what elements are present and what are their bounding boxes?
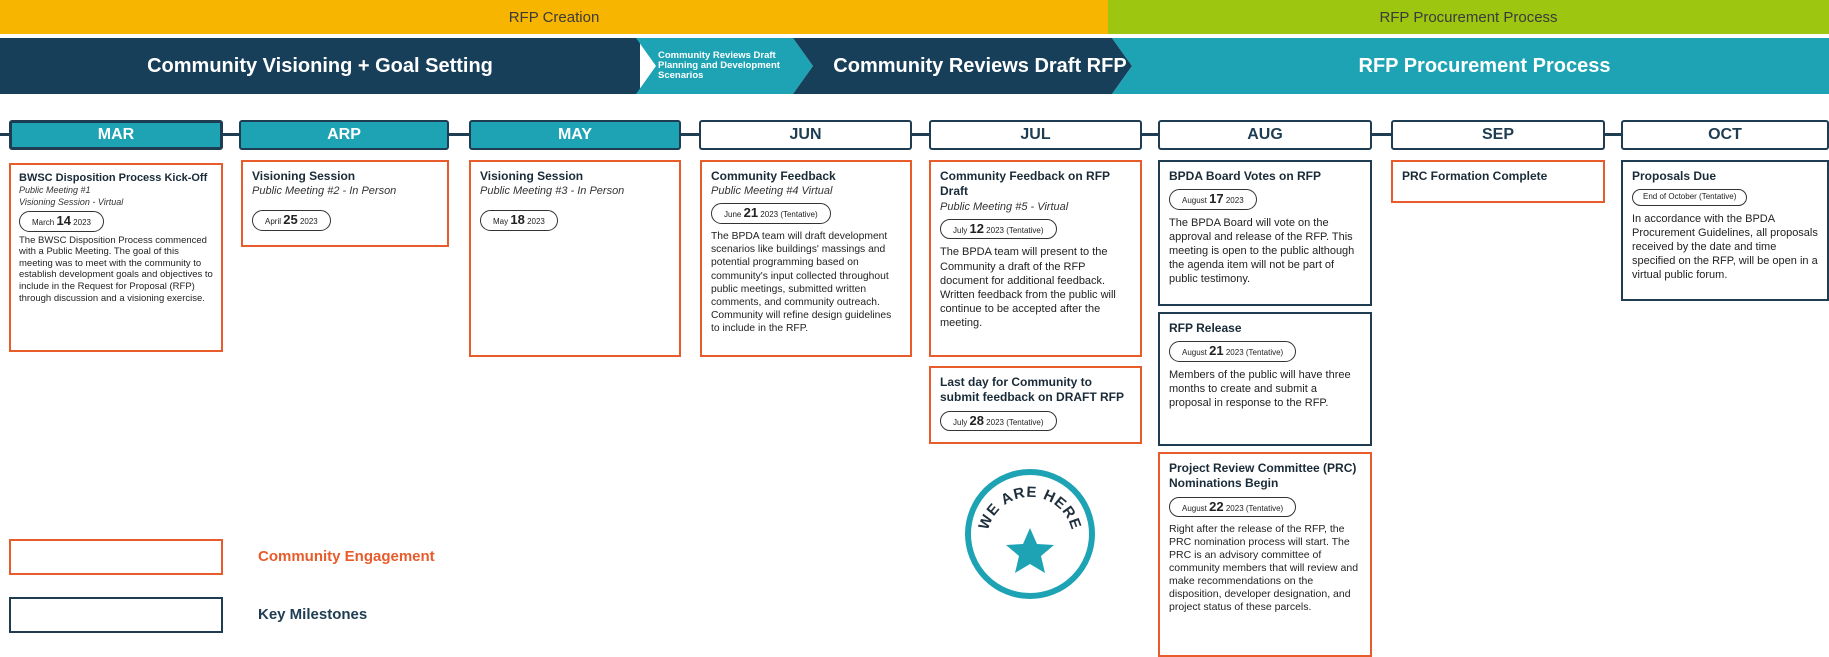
legend-label-engagement: Community Engagement [258, 548, 435, 565]
event-card-visioning-3: Visioning Session Public Meeting #3 - In… [469, 160, 681, 357]
event-title: Proposals Due [1632, 169, 1717, 183]
month-sep: SEP [1391, 120, 1605, 150]
event-card-feedback-rfp-draft: Community Feedback on RFP Draft Public M… [929, 160, 1142, 357]
event-subtitle: Public Meeting #4 Virtual [711, 185, 833, 198]
event-card-kickoff: BWSC Disposition Process Kick-Off Public… [9, 163, 223, 352]
date-pill: August 17 2023 [1169, 189, 1257, 210]
date-pill: April 25 2023 [252, 210, 331, 232]
stage-label-draft-scenarios: Community Reviews Draft Planning and Dev… [658, 50, 780, 81]
event-card-visioning-2: Visioning Session Public Meeting #2 - In… [241, 160, 449, 247]
event-card-last-day-feedback: Last day for Community to submit feedbac… [929, 366, 1142, 444]
event-card-prc-formation: PRC Formation Complete [1391, 160, 1605, 203]
month-mar: MAR [9, 120, 223, 150]
month-aug: AUG [1158, 120, 1372, 150]
event-title: BWSC Disposition Process Kick-Off [19, 172, 208, 184]
event-subtitle: Public Meeting #2 - In Person [252, 185, 397, 198]
star-icon [1006, 528, 1054, 573]
month-may: MAY [469, 120, 681, 150]
date-pill: August 21 2023 (Tentative) [1169, 341, 1297, 362]
date-pill: March 14 2023 [19, 211, 104, 232]
date-pill: June 21 2023 (Tentative) [711, 203, 831, 225]
timeline-line [0, 133, 1829, 136]
event-card-prc-nominations: Project Review Committee (PRC) Nominatio… [1158, 452, 1372, 657]
stage-shape-draft-scenarios [636, 38, 813, 94]
month-oct: OCT [1621, 120, 1829, 150]
stage-chevron-bar [0, 38, 1829, 94]
phase-bar-rfp-creation: RFP Creation [0, 0, 1108, 34]
event-title: Last day for Community to submit feedbac… [940, 375, 1125, 405]
event-subtitle: Public Meeting #5 - Virtual [940, 200, 1069, 213]
date-pill: July 12 2023 (Tentative) [940, 218, 1057, 240]
milestone-card-board-vote: BPDA Board Votes on RFP August 17 2023 T… [1158, 160, 1372, 306]
month-apr: ARP [239, 120, 449, 150]
milestone-card-rfp-release: RFP Release August 21 2023 (Tentative) M… [1158, 312, 1372, 446]
stage-label-visioning: Community Visioning + Goal Setting [147, 54, 493, 77]
event-description: The BPDA Board will vote on the approval… [1169, 216, 1355, 286]
milestone-card-proposals-due: Proposals Due End of October (Tentative)… [1621, 160, 1829, 301]
phase-label: RFP Procurement Process [1379, 8, 1558, 26]
month-jul: JUL [929, 120, 1142, 150]
event-description: Members of the public will have three mo… [1169, 368, 1351, 410]
legend-swatch-milestones [9, 597, 223, 633]
stage-label-draft-rfp: Community Reviews Draft RFP [833, 54, 1127, 77]
date-pill: May 18 2023 [480, 210, 558, 232]
event-subtitle: Public Meeting #1 [19, 185, 91, 196]
event-description: The BWSC Disposition Process commenced w… [19, 234, 213, 304]
event-description: The BPDA team will present to the Commun… [940, 246, 1116, 329]
event-title: Community Feedback on RFP Draft [940, 169, 1110, 199]
event-subtitle: Visioning Session - Virtual [19, 196, 124, 207]
legend-swatch-engagement [9, 539, 223, 575]
event-title: RFP Release [1169, 321, 1242, 335]
stage-shape-draft-rfp [793, 38, 1132, 94]
stage-shape-procurement [1112, 38, 1829, 94]
event-card-community-feedback: Community Feedback Public Meeting #4 Vir… [700, 160, 912, 357]
event-description: The BPDA team will draft development sce… [711, 231, 892, 335]
we-are-here-badge: WE ARE HERE [965, 469, 1095, 599]
month-jun: JUN [699, 120, 912, 150]
date-pill: July 28 2023 (Tentative) [940, 410, 1057, 432]
event-title: PRC Formation Complete [1402, 169, 1548, 183]
event-title: Project Review Committee (PRC) Nominatio… [1169, 461, 1357, 491]
phase-bar-rfp-procurement: RFP Procurement Process [1108, 0, 1829, 34]
event-title: Visioning Session [252, 169, 356, 183]
event-title: Community Feedback [711, 169, 836, 183]
legend-label-milestones: Key Milestones [258, 606, 368, 623]
event-subtitle: Public Meeting #3 - In Person [480, 185, 625, 198]
stage-shape-visioning [0, 38, 640, 94]
phase-label: RFP Creation [508, 8, 600, 26]
stage-label-procurement: RFP Procurement Process [1358, 54, 1611, 77]
event-title: BPDA Board Votes on RFP [1169, 169, 1322, 183]
date-pill: End of October (Tentative) [1632, 189, 1748, 206]
date-pill: August 22 2023 (Tentative) [1169, 496, 1297, 518]
event-title: Visioning Session [480, 169, 584, 183]
event-description: In accordance with the BPDA Procurement … [1632, 212, 1818, 281]
event-description: Right after the release of the RFP, the … [1169, 523, 1359, 614]
